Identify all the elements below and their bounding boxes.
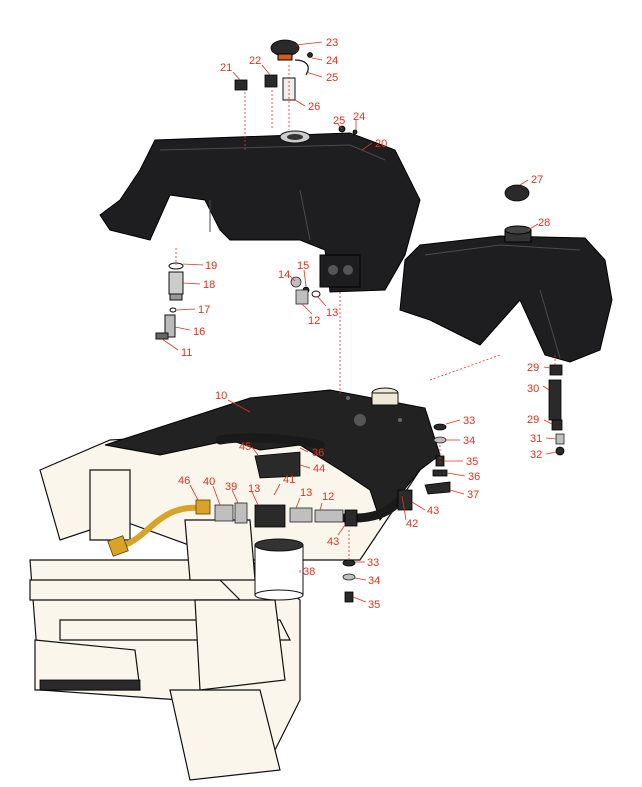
callout-24: 24 xyxy=(326,55,338,67)
callout-33: 33 xyxy=(463,415,475,427)
callout-33: 33 xyxy=(367,557,379,569)
fuel-filter-assembly xyxy=(214,489,413,528)
fuel-cap-assembly-top xyxy=(234,39,358,135)
callout-31: 31 xyxy=(530,433,542,445)
callout-26: 26 xyxy=(308,101,320,113)
callout-17: 17 xyxy=(198,304,210,316)
callout-15: 15 xyxy=(297,260,309,272)
callout-19: 19 xyxy=(205,260,217,272)
mower-frame xyxy=(29,429,421,781)
vent-assembly-right xyxy=(548,364,565,456)
callout-30: 30 xyxy=(527,383,539,395)
callout-13: 13 xyxy=(300,487,312,499)
callout-42: 42 xyxy=(406,518,418,530)
callout-13: 13 xyxy=(326,307,338,319)
callout-25: 25 xyxy=(333,115,345,127)
right-fuel-tank xyxy=(399,225,613,363)
callout-29: 29 xyxy=(527,362,539,374)
tank-fittings xyxy=(290,276,321,305)
callout-37: 37 xyxy=(467,489,479,501)
callout-40: 40 xyxy=(203,476,215,488)
hardware-stack-lower xyxy=(342,559,356,603)
fuel-hose-crossover xyxy=(215,433,325,450)
callout-18: 18 xyxy=(203,279,215,291)
callout-12: 12 xyxy=(322,491,334,503)
fuel-line xyxy=(122,504,203,548)
drain-valve-assembly xyxy=(155,262,184,340)
callouts: 23 24 25 21 22 26 25 24 20 27 28 19 18 1… xyxy=(161,37,557,611)
callout-28: 28 xyxy=(538,217,550,229)
callout-45: 45 xyxy=(239,441,251,453)
callout-46: 46 xyxy=(178,475,190,487)
bracket xyxy=(254,451,301,479)
callout-16: 16 xyxy=(193,326,205,338)
callout-24: 24 xyxy=(353,111,365,123)
callout-41: 41 xyxy=(283,474,295,486)
callout-21: 21 xyxy=(220,62,232,74)
fuel-cap-right xyxy=(504,184,530,202)
callout-20: 20 xyxy=(375,138,387,150)
left-fuel-tank xyxy=(99,130,421,293)
callout-25: 25 xyxy=(326,72,338,84)
callout-27: 27 xyxy=(531,174,543,186)
callout-11: 11 xyxy=(181,347,192,359)
callout-34: 34 xyxy=(463,435,475,447)
callout-34: 34 xyxy=(368,575,380,587)
callout-13: 13 xyxy=(248,483,260,495)
callout-10: 10 xyxy=(215,390,227,402)
callout-14: 14 xyxy=(278,269,290,281)
callout-35: 35 xyxy=(368,599,380,611)
callout-39: 39 xyxy=(225,481,237,493)
callout-32: 32 xyxy=(530,449,542,461)
callout-43: 43 xyxy=(427,505,439,517)
callout-43: 43 xyxy=(327,536,339,548)
callout-36: 36 xyxy=(312,447,324,459)
callout-29: 29 xyxy=(527,414,539,426)
callout-38: 38 xyxy=(303,566,315,578)
callout-23: 23 xyxy=(326,37,338,49)
guide-lines xyxy=(175,65,556,560)
callout-12: 12 xyxy=(308,315,320,327)
callout-35: 35 xyxy=(466,456,478,468)
callout-36: 36 xyxy=(468,471,480,483)
callout-22: 22 xyxy=(249,55,261,67)
fuel-filter-canister xyxy=(254,538,304,601)
callout-44: 44 xyxy=(313,463,325,475)
